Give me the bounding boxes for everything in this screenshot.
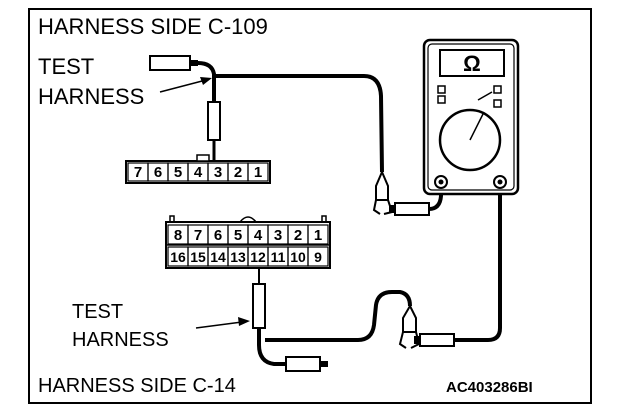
pin-number: 14 <box>210 249 226 265</box>
pin-number: 5 <box>234 227 242 244</box>
test-harness-top-line1: TEST <box>38 54 94 79</box>
pin-number: 9 <box>314 249 322 265</box>
pin-number: 3 <box>274 227 282 244</box>
title-harness-side-c109: HARNESS SIDE C-109 <box>38 14 268 39</box>
diagram-frame <box>28 8 592 404</box>
test-harness-bottom <box>252 268 412 372</box>
pin-number: 1 <box>254 164 262 181</box>
test-harness-top <box>149 55 221 160</box>
pin-cell <box>307 224 329 245</box>
pin-number: 7 <box>194 227 202 244</box>
pin-cell <box>307 246 329 267</box>
pin-number: 6 <box>214 227 222 244</box>
pin-number: 11 <box>271 249 286 265</box>
test-harness-top-line2: HARNESS <box>38 84 144 109</box>
ohm-symbol: Ω <box>463 51 481 76</box>
pin-number: 12 <box>250 249 266 265</box>
pin-number: 2 <box>294 227 302 244</box>
ohmmeter: Ω <box>422 38 520 196</box>
pin-number: 6 <box>154 164 162 181</box>
pin-number: 3 <box>214 164 222 181</box>
pin-number: 4 <box>254 227 263 244</box>
pin-cell <box>247 162 269 182</box>
pin-number: 16 <box>170 249 186 265</box>
pin-number: 5 <box>174 164 182 181</box>
figure-code: AC403286BI <box>446 379 533 396</box>
alligator-clip-bottom <box>398 186 502 349</box>
test-harness-bottom-line1: TEST <box>72 301 123 323</box>
alligator-clip-top <box>372 169 443 216</box>
pin-number: 13 <box>230 249 246 265</box>
pin-number: 4 <box>194 164 203 181</box>
test-harness-bottom-line2: HARNESS <box>72 329 169 351</box>
leader-arrow-top <box>159 77 212 93</box>
pin-number: 15 <box>190 249 206 265</box>
title-harness-side-c14: HARNESS SIDE C-14 <box>38 375 236 397</box>
pin-number: 10 <box>290 249 306 265</box>
pin-number: 7 <box>134 164 142 181</box>
lead-wire-top <box>214 74 384 173</box>
pin-number: 8 <box>174 227 182 244</box>
pin-number: 1 <box>314 227 322 244</box>
leader-arrow-bottom <box>195 317 250 329</box>
pin-number: 2 <box>234 164 242 181</box>
